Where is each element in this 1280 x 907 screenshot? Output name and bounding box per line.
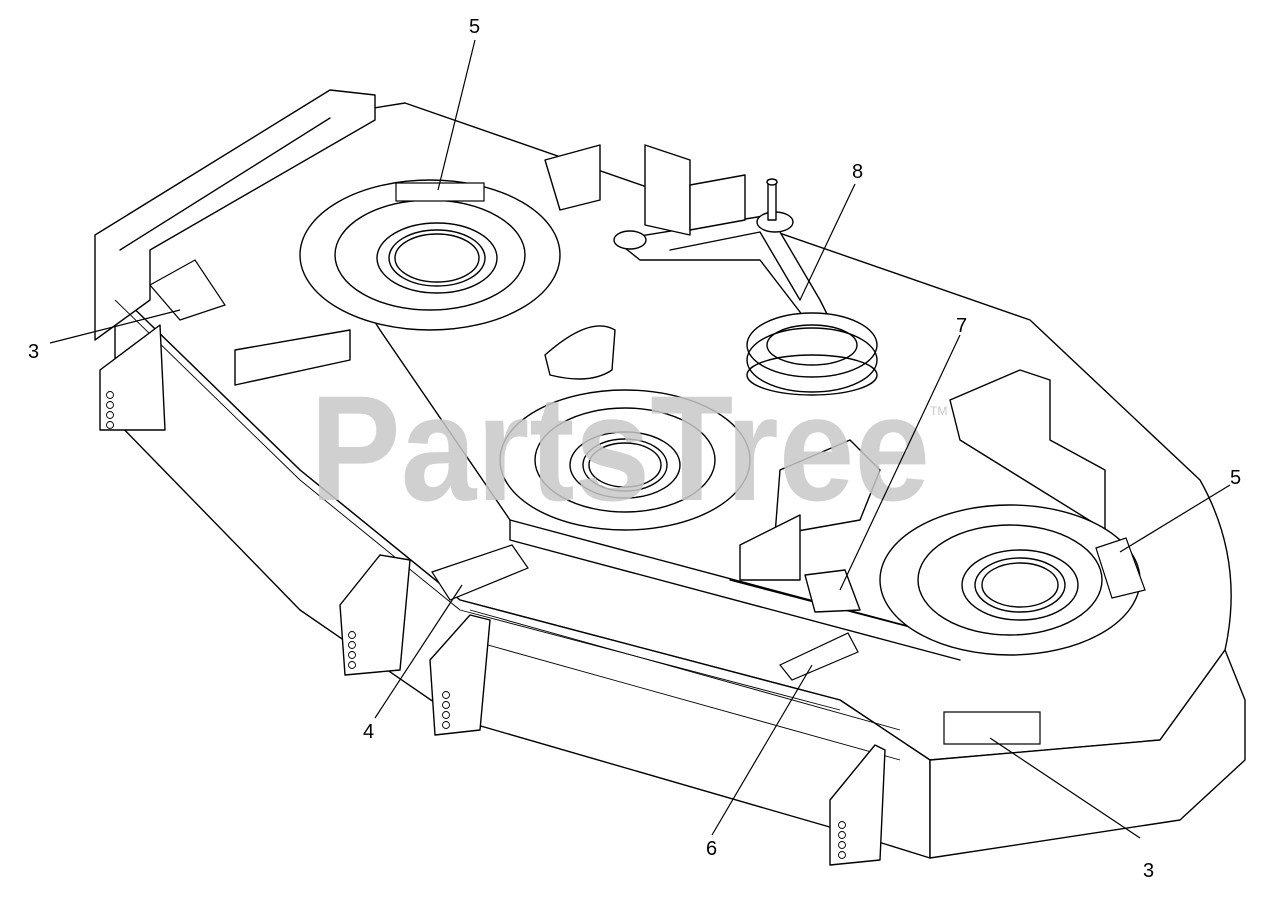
spindle-left (299, 179, 561, 331)
callout-labels: 5 8 3 7 5 4 6 3 (28, 16, 1241, 882)
watermark-trademark: TM (930, 404, 947, 418)
deck-brackets (234, 144, 881, 613)
callout-5-right: 5 (1230, 467, 1241, 489)
idler-arm-assembly (613, 178, 878, 396)
callout-7: 7 (956, 315, 967, 337)
callout-3-bottom: 3 (1143, 860, 1154, 882)
front-gauge-wheel-brackets (99, 324, 886, 866)
decal-5-top (395, 182, 485, 202)
decal-3-left (149, 259, 226, 321)
callout-6: 6 (706, 838, 717, 860)
leader-lines (49, 39, 1231, 839)
callout-8: 8 (852, 161, 863, 183)
callout-3-left: 3 (28, 341, 39, 363)
callout-4: 4 (363, 721, 374, 743)
decal-6 (779, 632, 859, 681)
callout-5-top: 5 (469, 16, 480, 38)
decal-4 (431, 544, 529, 601)
decals (149, 182, 1146, 745)
spindle-center (499, 389, 751, 531)
watermark-text: PartsTree (310, 364, 930, 532)
decal-5-right (1095, 537, 1146, 599)
